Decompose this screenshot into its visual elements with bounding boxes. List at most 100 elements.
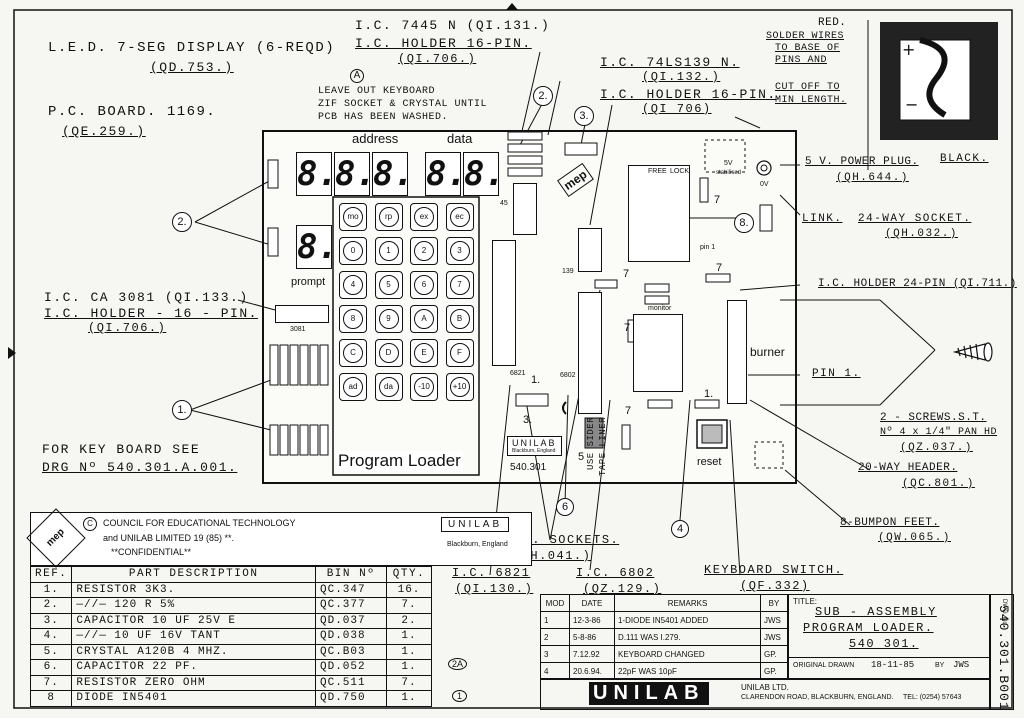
- black-label: BLACK.: [940, 153, 989, 165]
- keyboard-switch-label: KEYBOARD SWITCH.: [704, 563, 844, 577]
- parts-qty: 7.: [386, 674, 432, 691]
- by-label: BY: [935, 662, 945, 669]
- balloon-7-c: 7: [716, 262, 723, 274]
- rev-date: 7.12.92: [569, 645, 615, 663]
- ic-holder-left-label: I.C. HOLDER - 16 - PIN.: [44, 306, 258, 321]
- title-label: TITLE:: [793, 597, 818, 606]
- parts-qty: 1.: [386, 628, 432, 645]
- burner-header-20way: [727, 300, 747, 404]
- parts-ref: 6.: [29, 659, 73, 676]
- power-plug-label: 5 V. POWER PLUG.: [805, 156, 919, 168]
- balloon-7-a: 7: [714, 194, 721, 206]
- rev-mod: 3: [540, 645, 570, 663]
- balloon-5: 5: [578, 451, 585, 463]
- balloon-4: 4: [671, 520, 689, 538]
- keypad-key-label: mo: [343, 207, 363, 227]
- parts-bin: QD.038: [315, 628, 387, 645]
- ic-74ls139: [578, 228, 602, 272]
- council-unilab: UNILAB: [441, 517, 510, 532]
- parts-ref: 7.: [29, 674, 73, 691]
- led-display-code: (QD.753.): [150, 60, 234, 75]
- title-line3: 540 301.: [849, 637, 919, 651]
- keypad-key: +10: [445, 373, 474, 401]
- vstab-label: 5V: [724, 160, 733, 167]
- keyboard-note2: DRG Nº 540.301.A.001.: [42, 460, 238, 475]
- parts-bin: QC.377: [315, 597, 387, 614]
- council-line1: COUNCIL FOR EDUCATIONAL TECHNOLOGY: [103, 518, 296, 528]
- keypad-key: 0: [339, 237, 367, 265]
- balloon-2: 2.: [172, 212, 192, 232]
- parts-description: —//— 120 R 5%: [71, 597, 316, 614]
- chip-6821-label: 6821: [510, 370, 526, 377]
- power-plug-code: (QH.644.): [836, 172, 909, 184]
- prompt-label: prompt: [291, 276, 326, 288]
- keypad-key: 6: [410, 271, 438, 299]
- tape-liner-label: TAPE LINER: [598, 416, 608, 476]
- keypad-key-label: 8: [343, 309, 363, 329]
- solder-line2: TO BASE OF: [775, 43, 841, 54]
- council-unilab-sub: Blackburn, England: [447, 541, 508, 548]
- balloon-8: 8.: [734, 213, 754, 233]
- note-line2: ZIF SOCKET & CRYSTAL UNTIL: [318, 99, 488, 110]
- title-line2: PROGRAM LOADER.: [803, 621, 934, 635]
- council-mep-logo: mep: [26, 508, 86, 568]
- parts-description: —//— 10 UF 16V TANT: [71, 628, 316, 645]
- parts-header-bin: BIN Nº: [315, 566, 387, 583]
- keypad-key: rp: [374, 203, 403, 231]
- balloon-7-d: 7: [624, 322, 631, 334]
- rev-mod: 4: [540, 662, 570, 680]
- screws-label: 2 - SCREWS.S.T.: [880, 412, 987, 424]
- seven-seg-display: 8.: [334, 152, 376, 196]
- parts-qty: 1.: [386, 659, 432, 676]
- ic-holder-right-label: I.C. HOLDER 16-PIN.: [600, 87, 777, 102]
- rev-header-date: DATE: [569, 594, 615, 612]
- company-tel: TEL: (0254) 57643: [903, 694, 962, 701]
- keypad-key-label: da: [378, 377, 399, 397]
- parts-header-qty: QTY.: [386, 566, 432, 583]
- parts-bin: QC.B03: [315, 643, 387, 660]
- ic-6821: [492, 240, 516, 366]
- balloon-7-b: 7: [623, 268, 630, 280]
- council-line2: and UNILAB LIMITED 19 (85) **.: [103, 533, 235, 543]
- keypad-key-label: 1: [378, 241, 399, 261]
- copyright-mark: C: [83, 517, 97, 531]
- balloon-3-board: 3.: [523, 414, 533, 426]
- program-loader-label: Program Loader: [336, 451, 463, 471]
- data-label: data: [447, 131, 473, 146]
- original-drawn-label: ORIGINAL DRAWN: [793, 662, 855, 669]
- keypad-key: 4: [339, 271, 367, 299]
- keypad-key: 3: [445, 237, 474, 265]
- use-sider-label: USE SIDER: [586, 416, 596, 470]
- chip-45-label: 45: [500, 200, 508, 207]
- parts-ref: 2.: [29, 597, 73, 614]
- ic-ca3081: [275, 305, 329, 323]
- rev-remarks: 1-DIODE IN5401 ADDED: [614, 611, 761, 629]
- rev-header-by: BY: [760, 594, 788, 612]
- parts-bin: QC.511: [315, 674, 387, 691]
- parts-ref: 4.: [29, 628, 73, 645]
- ic-7445-label: I.C. 7445 N (QI.131.): [355, 18, 551, 33]
- ic-6802-label: I.C. 6802: [576, 566, 655, 580]
- stabilised-label: stabilised: [716, 170, 742, 176]
- rev-header-mod: MOD: [540, 594, 570, 612]
- parts-qty: 2.: [386, 612, 432, 629]
- pin1-board-label: pin 1: [700, 244, 716, 251]
- keypad-key: ex: [410, 203, 438, 231]
- parts-description: RESISTOR 3K3.: [71, 581, 316, 598]
- ic-6821-label: I.C. 6821: [452, 566, 531, 580]
- header-20-code: (QC.801.): [902, 478, 975, 490]
- keypad-key: da: [374, 373, 403, 401]
- keypad-key: 7: [445, 271, 474, 299]
- note-a-mark: A: [350, 69, 364, 83]
- zif-lock-label: LOCK: [670, 168, 690, 175]
- bumpon-code: (QW.065.): [878, 532, 951, 544]
- balloon-2-top: 2.: [533, 86, 553, 106]
- rev-by: JWS: [760, 611, 788, 629]
- keyboard-switch-code: (QF.332): [740, 579, 810, 593]
- rev-date: 20.6.94.: [569, 662, 615, 680]
